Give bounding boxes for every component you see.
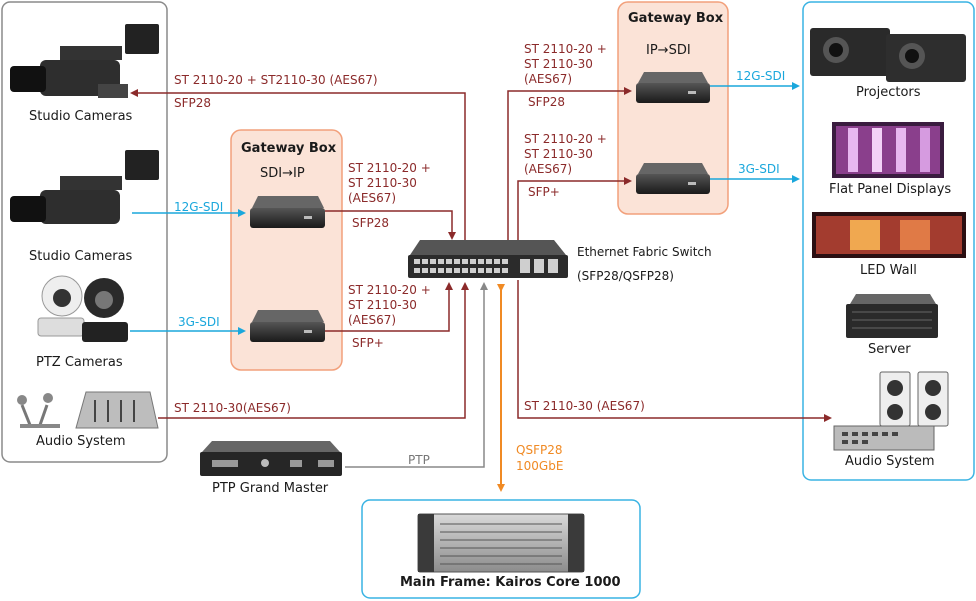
label-gw-in-bottom-signal-3: (AES67): [348, 313, 397, 327]
label-audio-in-signal: ST 2110-30(AES67): [174, 401, 291, 415]
label-gw-in-bottom-sfp: SFP+: [352, 336, 384, 350]
link-gw-in-bottom: [325, 282, 453, 332]
label-studio-cameras-1: Studio Cameras: [29, 109, 133, 124]
ptp-grand-master-device: [200, 441, 342, 476]
gateway-out-device-bottom: [636, 163, 710, 194]
label-audio-out-signal: ST 2110-30 (AES67): [524, 399, 645, 413]
label-gw-in-top-sfp: SFP28: [352, 216, 390, 230]
label-cam1-sfp: SFP28: [174, 96, 212, 110]
link-gw-out-top: [507, 87, 632, 240]
gateway-in-device-top: [250, 196, 325, 228]
label-studio-cameras-2: Studio Cameras: [29, 249, 133, 264]
ethernet-switch: [408, 240, 568, 278]
label-gw-out-top-signal-3: (AES67): [524, 72, 573, 86]
label-out-12g: 12G-SDI: [736, 69, 786, 83]
label-flat-panel-displays: Flat Panel Displays: [829, 182, 952, 197]
label-mainframe-link-2: 100GbE: [516, 459, 564, 473]
gateway-out-subtitle: IP→SDI: [646, 43, 691, 58]
label-mainframe-link-1: QSFP28: [516, 443, 563, 457]
main-frame-device: [417, 513, 585, 573]
label-ptp: PTP: [408, 453, 430, 467]
audio-system-right: [833, 371, 949, 451]
label-audio-system-left: Audio System: [36, 434, 126, 449]
label-led-wall: LED Wall: [860, 263, 917, 278]
label-gw-out-bottom-signal-1: ST 2110-20 +: [524, 132, 607, 146]
left-panel: [1, 1, 168, 463]
label-gw-in-bottom-signal-2: ST 2110-30: [348, 298, 417, 312]
studio-camera-2: [10, 150, 159, 224]
label-gw-in-bottom-signal-1: ST 2110-20 +: [348, 283, 431, 297]
label-audio-system-right: Audio System: [845, 454, 935, 469]
label-gw-out-top-signal-2: ST 2110-30: [524, 57, 593, 71]
link-gw-in-top: [325, 210, 456, 240]
label-cam1-signal: ST 2110-20 + ST2110-30 (AES67): [174, 73, 378, 87]
link-cam1: [130, 89, 466, 240]
link-ptp: [345, 282, 488, 468]
label-cam2-sdi: 12G-SDI: [174, 200, 224, 214]
label-gw-out-top-sfp: SFP28: [528, 95, 566, 109]
mainframe-panel: [361, 499, 641, 599]
gateway-in-device-bottom: [250, 310, 325, 342]
label-main-frame: Main Frame: Kairos Core 1000: [400, 575, 621, 590]
label-gw-in-top-signal-3: (AES67): [348, 191, 397, 205]
label-projectors: Projectors: [856, 85, 921, 100]
switch-label-1: Ethernet Fabric Switch: [577, 245, 712, 259]
link-audio-in: [158, 282, 469, 419]
label-ptz-cameras: PTZ Cameras: [36, 355, 123, 370]
audio-system-left: [17, 391, 159, 429]
gateway-in-subtitle: SDI→IP: [260, 166, 305, 181]
flat-panel-device: [832, 122, 944, 178]
led-wall-device: [812, 212, 966, 258]
ptz-cameras: [37, 275, 128, 342]
label-gw-out-bottom-signal-2: ST 2110-30: [524, 147, 593, 161]
gateway-out-panel: [617, 1, 729, 215]
label-gw-out-bottom-sfp: SFP+: [528, 185, 560, 199]
label-gw-in-top-signal-1: ST 2110-20 +: [348, 161, 431, 175]
switch-label-2: (SFP28/QSFP28): [577, 269, 674, 283]
server-device: [846, 294, 938, 338]
label-gw-in-top-signal-2: ST 2110-30: [348, 176, 417, 190]
gateway-in-title: Gateway Box: [241, 141, 337, 156]
label-ptz-sdi: 3G-SDI: [178, 315, 220, 329]
link-audio-out: [517, 280, 832, 422]
label-gw-out-bottom-signal-3: (AES67): [524, 162, 573, 176]
gateway-out-device-top: [636, 72, 710, 103]
projectors-device: [810, 28, 966, 82]
label-server: Server: [868, 342, 911, 357]
label-ptp-grand-master: PTP Grand Master: [212, 481, 329, 496]
right-panel: [802, 1, 975, 481]
label-out-3g: 3G-SDI: [738, 162, 780, 176]
gateway-out-title: Gateway Box: [628, 11, 724, 26]
link-gw-out-bottom: [517, 177, 632, 240]
studio-camera-1: [10, 24, 159, 98]
label-gw-out-top-signal-1: ST 2110-20 +: [524, 42, 607, 56]
